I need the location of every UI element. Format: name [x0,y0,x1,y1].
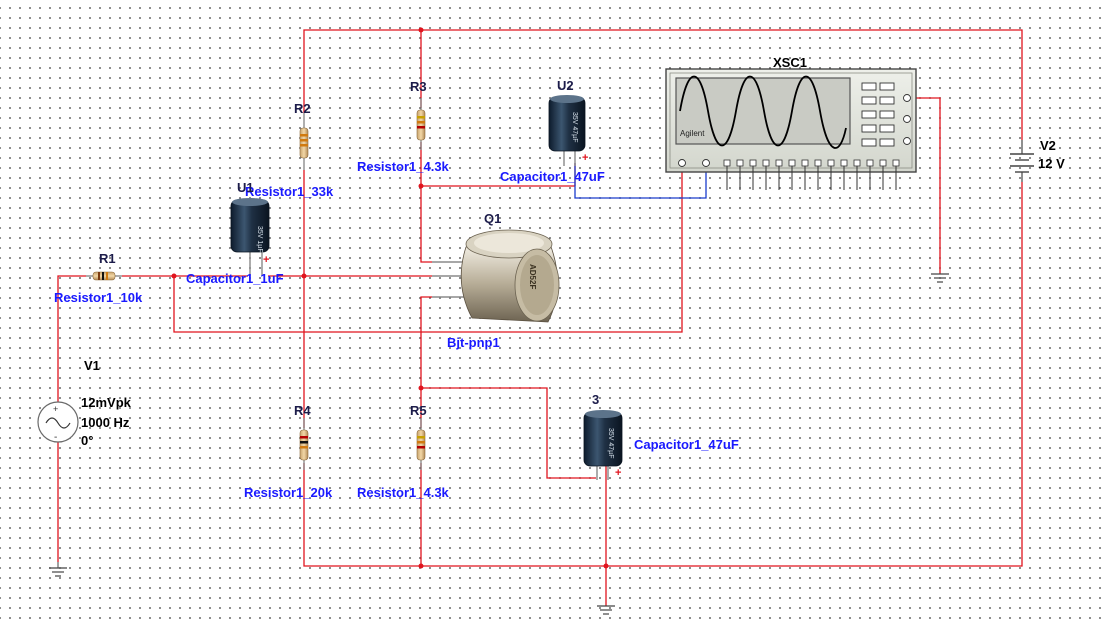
scope-pin[interactable] [788,159,796,167]
q1-value-label: Bjt-pnp1 [447,335,500,350]
scope-pin[interactable] [853,159,861,167]
junction-node [603,563,609,569]
ground-bottom[interactable] [597,605,615,615]
scope-pin[interactable] [801,159,809,167]
wire-emitter-cap3[interactable] [421,387,596,479]
scope-pin[interactable] [814,159,822,167]
scope-pin[interactable] [827,159,835,167]
cap3-plus-mark: + [615,467,622,479]
ground-scope[interactable] [931,273,949,283]
r2-value-label: Resistor1_33k [245,184,334,199]
v1-amplitude-label: 12mVpk [81,395,131,410]
r2-ref-label: R2 [294,101,311,116]
battery-icon [1010,140,1034,182]
svg-text:-: - [54,432,57,443]
v2-ref-label: V2 [1040,138,1056,153]
svg-text:35V 47µF: 35V 47µF [607,428,614,459]
transistor-q1[interactable]: AD52F [432,229,560,323]
r1-ref-label: R1 [99,251,116,266]
scope-pin[interactable] [749,159,757,167]
capacitor-3[interactable]: 35V 47µF [583,410,623,480]
ground-icon [931,273,949,283]
scope-pin[interactable] [723,159,731,167]
svg-text:35V 47µF: 35V 47µF [571,112,578,143]
wires [57,29,1023,606]
scope-pin[interactable] [762,159,770,167]
capacitor-u1[interactable]: 35V 1µF [230,198,270,276]
v1-phase-label: 0° [81,433,94,448]
u2-value-label: Capacitor1_47uF [500,169,605,184]
transistor-marking: AD52F [528,264,537,289]
junction-node [418,183,424,189]
svg-text:35V 1µF: 35V 1µF [256,226,263,253]
wire-emitter[interactable] [420,296,432,428]
cap3-ref-label: 3 [592,392,600,407]
oscilloscope-xsc1[interactable]: Agilent [665,68,917,190]
resistor-icon [299,429,309,461]
wire-v1-r1[interactable] [57,275,86,562]
wire-scope-ground[interactable] [909,97,941,274]
junction-node [418,27,424,33]
u1-plus-mark: + [263,254,270,266]
v1-ref-label: V1 [84,358,100,373]
v2-voltage-label: 12 V [1038,156,1065,171]
r4-ref-label: R4 [294,403,311,418]
resistor-r1[interactable] [86,271,122,281]
resistor-r2[interactable] [299,113,309,170]
q1-ref-label: Q1 [484,211,502,226]
dc-source-v2[interactable] [1010,140,1034,182]
svg-text:+: + [53,404,58,414]
wire-right-bottom-rail[interactable] [303,182,1023,567]
capacitor-icon [583,411,623,467]
r5-value-label: Resistor1_4.3k [357,485,449,500]
resistor-icon [299,127,309,159]
xsc1-ref-label: XSC1 [773,55,807,70]
junction-node [171,273,177,279]
scope-pin[interactable] [775,159,783,167]
scope-pin[interactable] [892,159,900,167]
junction-nodes [171,27,609,569]
r3-ref-label: R3 [410,79,427,94]
u1-value-label: Capacitor1_1uF [186,271,284,286]
scope-pin[interactable] [840,159,848,167]
cap3-value-label: Capacitor1_47uF [634,437,739,452]
capacitor-icon [548,96,586,152]
v1-frequency-label: 1000 Hz [81,415,130,430]
scope-pin[interactable] [736,159,744,167]
wire-r3-collector[interactable] [420,142,432,263]
wire-top-rail[interactable] [303,29,1023,140]
junction-node [418,385,424,391]
resistor-icon [416,109,426,141]
u1-ref-label: U1 [237,180,254,195]
resistor-r4[interactable] [299,418,309,470]
u2-plus-mark: + [582,152,589,164]
scope-pin[interactable] [879,159,887,167]
ground-v1[interactable] [49,562,67,577]
junction-node [301,273,307,279]
scope-pin[interactable] [866,159,874,167]
wire-scope-chA[interactable] [173,168,683,333]
capacitor-u2[interactable]: 35V 47µF [548,95,586,166]
r3-value-label: Resistor1_4.3k [357,159,449,174]
r5-ref-label: R5 [410,403,427,418]
resistor-r3[interactable] [416,98,426,150]
u2-ref-label: U2 [557,78,574,93]
r4-value-label: Resistor1_20k [244,485,333,500]
oscilloscope-brand: Agilent [680,129,705,138]
ground-icon [597,605,615,615]
r1-value-label: Resistor1_10k [54,290,143,305]
oscilloscope-icon [665,68,917,190]
resistor-icon [416,429,426,461]
junction-node [418,563,424,569]
wire-scope-chB[interactable] [574,163,707,199]
ground-icon [49,562,67,577]
resistor-r5[interactable] [416,418,426,470]
ac-source-v1[interactable]: + - [37,401,79,443]
